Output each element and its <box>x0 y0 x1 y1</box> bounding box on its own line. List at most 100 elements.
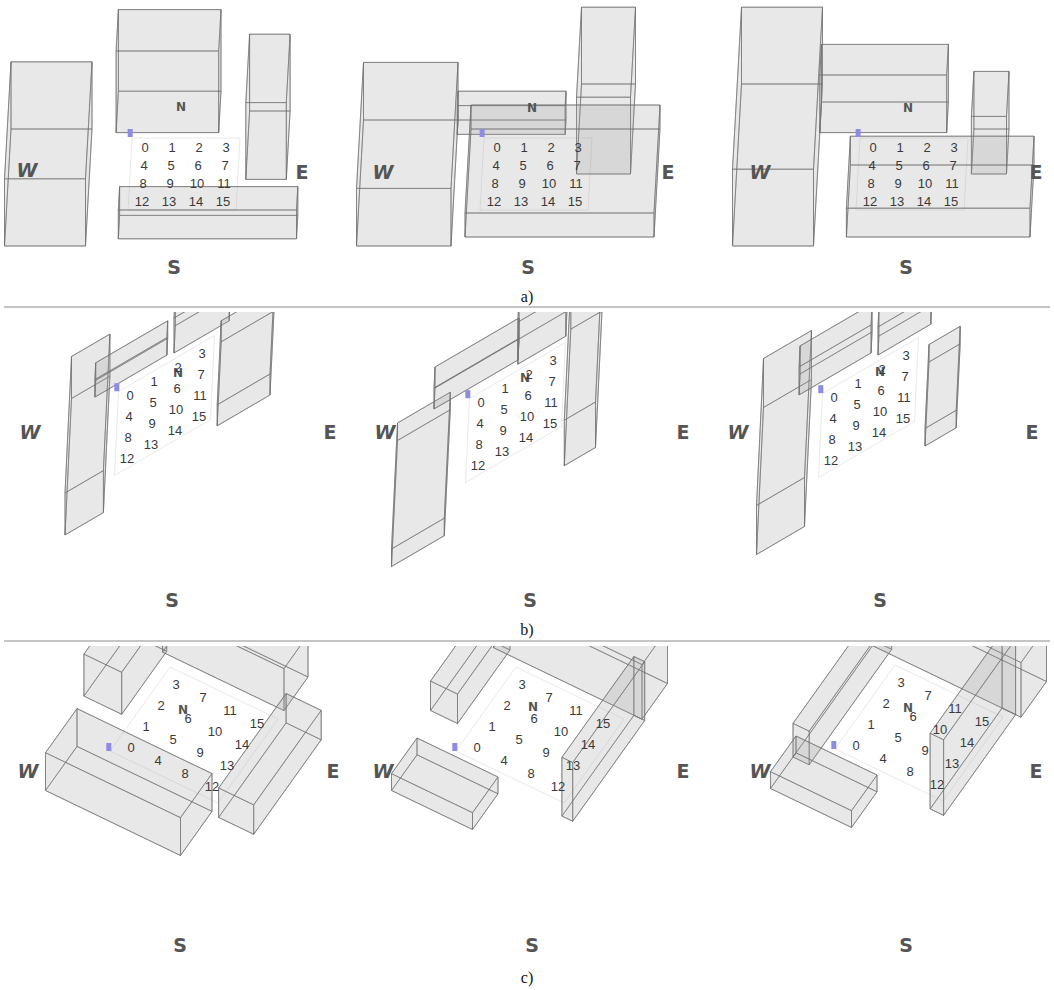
grid-number: 7 <box>901 370 908 383</box>
building-face <box>582 7 636 84</box>
grid-number: 10 <box>208 725 222 738</box>
building-face <box>1002 646 1016 715</box>
grid-number: 1 <box>488 720 495 733</box>
grid-number: 15 <box>543 417 557 430</box>
compass-letter: W <box>18 762 39 781</box>
grid-number: 6 <box>173 382 180 395</box>
grid-number: 6 <box>524 389 531 402</box>
building-face <box>84 654 122 714</box>
building-face <box>654 105 660 237</box>
building-face <box>846 208 1030 237</box>
viewer-marker <box>128 129 133 137</box>
grid-number: 11 <box>569 704 583 717</box>
building-face <box>596 312 603 448</box>
grid-number: 10 <box>169 403 183 416</box>
grid-number: 9 <box>166 177 173 190</box>
grid-number: 10 <box>554 725 568 738</box>
row-c-scene <box>46 646 1047 856</box>
row-b-scene <box>65 312 960 567</box>
grid-number: 5 <box>519 159 526 172</box>
compass-letter: S <box>873 591 887 610</box>
grid-number: 13 <box>890 195 904 208</box>
compass-letter: W <box>728 423 749 442</box>
compass-letter: S <box>165 591 179 610</box>
building-face <box>357 188 452 246</box>
grid-number: 9 <box>542 746 549 759</box>
grid-number: 4 <box>868 159 875 172</box>
grid-number: 10 <box>542 177 556 190</box>
compass-letter: E <box>296 163 309 182</box>
building-face <box>929 326 960 362</box>
building-face <box>757 478 805 555</box>
grid-number: 12 <box>205 780 219 793</box>
grid-number: 13 <box>566 759 580 772</box>
grid-number: 0 <box>127 741 134 754</box>
grid-number: 15 <box>250 717 264 730</box>
grid-number: 13 <box>220 759 234 772</box>
grid-number: 13 <box>162 195 176 208</box>
grid-number: 0 <box>869 141 876 154</box>
row-tag: a) <box>521 289 533 305</box>
building-face <box>878 312 880 355</box>
grid-number: 7 <box>545 691 552 704</box>
grid-number: 6 <box>530 712 537 725</box>
building-face <box>250 34 291 111</box>
grid-number: 11 <box>223 704 237 717</box>
grid-number: 8 <box>491 177 498 190</box>
compass-letter: E <box>324 423 337 442</box>
grid-number: 14 <box>960 736 974 749</box>
compass-letter: E <box>662 163 675 182</box>
grid-number: 1 <box>896 141 903 154</box>
building-face <box>392 774 473 830</box>
building-face <box>809 646 892 765</box>
grid-number: 1 <box>168 141 175 154</box>
building-face <box>742 7 823 84</box>
row-a-scene <box>5 7 1035 246</box>
building-face <box>1030 136 1034 237</box>
grid-number: 4 <box>492 159 499 172</box>
grid-number: 3 <box>897 676 904 689</box>
compass-letter: E <box>677 423 690 442</box>
grid-number: 1 <box>150 375 157 388</box>
grid-number: 11 <box>945 177 959 190</box>
building-face <box>733 7 742 246</box>
grid-number: 3 <box>902 349 909 362</box>
grid-number: 12 <box>930 778 944 791</box>
grid-number: 15 <box>568 195 582 208</box>
grid-number: 8 <box>867 177 874 190</box>
compass-letter: W <box>373 163 394 182</box>
grid-number: 9 <box>518 177 525 190</box>
building-face <box>357 62 459 188</box>
grid-number: 6 <box>546 159 553 172</box>
building-face <box>771 772 852 828</box>
grid-number: 5 <box>500 403 507 416</box>
grid-number: 0 <box>830 391 837 404</box>
viewer-marker <box>452 743 457 751</box>
building-face <box>820 75 947 133</box>
building-face <box>270 312 274 395</box>
grid-number: 5 <box>149 396 156 409</box>
grid-number: 2 <box>157 699 164 712</box>
building-face <box>417 738 498 794</box>
grid-number: 4 <box>879 752 886 765</box>
grid-number: 15 <box>216 195 230 208</box>
grid-number: 15 <box>944 195 958 208</box>
grid-number: 12 <box>487 195 501 208</box>
grid-number: 14 <box>917 195 931 208</box>
grid-number: 10 <box>933 723 947 736</box>
grid-number: 2 <box>547 141 554 154</box>
building-face <box>246 103 286 180</box>
building-face <box>820 44 822 132</box>
grid-number: 7 <box>548 375 555 388</box>
grid-number: 8 <box>828 433 835 446</box>
building-face <box>364 62 459 120</box>
grid-number: 12 <box>863 195 877 208</box>
grid-number: 1 <box>501 382 508 395</box>
compass-letter: W <box>373 762 394 781</box>
grid-number: 11 <box>193 389 207 402</box>
building-face <box>733 7 823 169</box>
building-face <box>65 357 72 536</box>
building-face <box>757 359 764 555</box>
building-face <box>297 187 298 239</box>
building-face <box>956 326 960 428</box>
